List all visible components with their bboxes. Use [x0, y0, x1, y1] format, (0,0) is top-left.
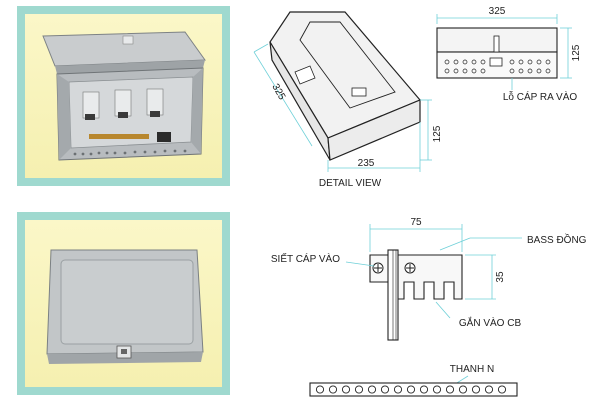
- closed-box-illustration: [46, 249, 204, 364]
- neutral-bar-drawing: [309, 382, 518, 397]
- front-width-dim: 325: [489, 6, 506, 17]
- cable-hole-label: Lỗ CÁP RA VÀO: [503, 90, 578, 103]
- busbar-width-dim: 75: [410, 217, 422, 228]
- iso-length-dim: 325: [269, 82, 287, 102]
- front-view-holes: [444, 59, 551, 74]
- iso-box-drawing: [269, 11, 421, 161]
- iso-width-dim: 235: [358, 158, 375, 169]
- front-height-dim: 125: [571, 44, 582, 61]
- copper-busbar-drawing: [369, 249, 463, 341]
- photo-closed-box-frame: [17, 212, 230, 395]
- front-view-drawing: [436, 27, 558, 79]
- photo-open-box: [25, 14, 222, 178]
- breaker-mount-label: GẮN VÀO CB: [459, 316, 522, 329]
- copper-bar-label: BASS ĐỒNG: [527, 233, 587, 246]
- cable-clamp-label: SIẾT CÁP VÀO: [271, 252, 340, 265]
- iso-height-dim: 125: [432, 125, 443, 142]
- neutral-bar-label: THANH N: [450, 364, 494, 375]
- photo-open-box-frame: [17, 6, 230, 186]
- photo-closed-box: [25, 220, 222, 387]
- open-box-illustration: [42, 31, 206, 161]
- busbar-screws: [372, 262, 416, 274]
- busbar-height-dim: 35: [495, 271, 506, 283]
- detail-view-label: DETAIL VIEW: [319, 178, 382, 189]
